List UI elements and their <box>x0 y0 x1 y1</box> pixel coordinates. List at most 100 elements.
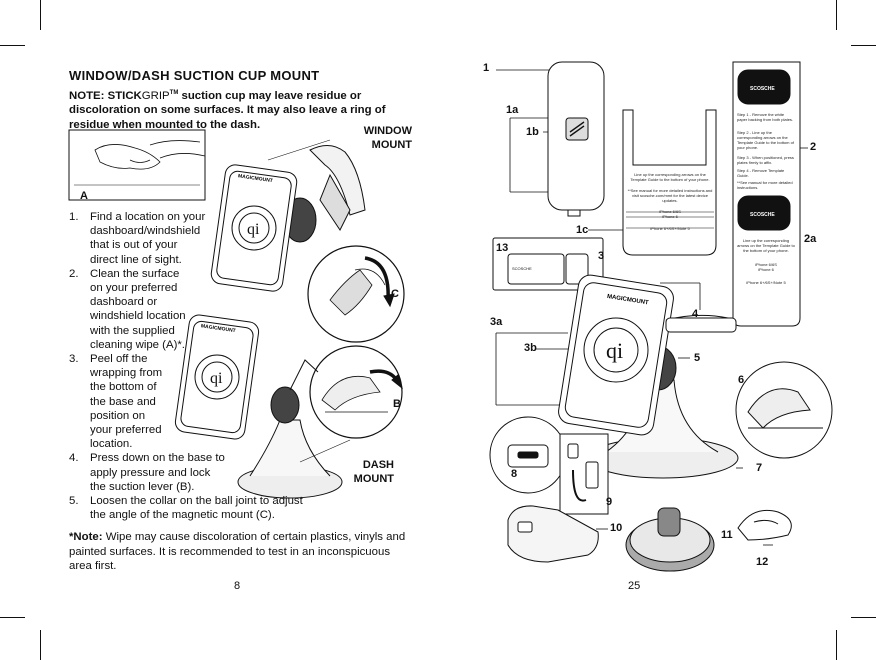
strip-step-1: Step 1 - Remove the white paper backing … <box>737 112 794 122</box>
window-mount-caption: WINDOW MOUNT <box>340 124 412 152</box>
step-number: 5. <box>69 495 79 508</box>
window-mount-brand: MAGICMOUNT <box>238 173 273 184</box>
step-line: your preferred <box>90 424 162 437</box>
step-line: that is out of your <box>90 239 178 252</box>
window-label-line1: WINDOW <box>363 125 412 137</box>
strip-bottom-model-3: iPhone 6+/6S+/Note 5 <box>746 280 786 285</box>
dash-base-part-11 <box>625 507 715 572</box>
step-number: 1. <box>69 211 79 223</box>
dash-label-line1: DASH <box>362 459 394 471</box>
part-label-9: 9 <box>606 496 613 508</box>
footnote: *Note: Wipe may cause discoloration of c… <box>69 530 409 574</box>
step-line: windshield location <box>90 310 186 323</box>
adhesive-strip-part-2: SCOSCHE SCOSCHE <box>732 61 801 327</box>
note-text: suction cup may leave residue or discolo… <box>69 89 386 131</box>
dash-mount-drawing: qi <box>174 314 351 499</box>
usb-port-detail-part-8 <box>489 416 567 494</box>
step-line: the base and <box>90 395 156 408</box>
template-see-manual-text: **See manual for more detailed instructi… <box>627 188 713 203</box>
step-line: apply pressure and lock <box>90 466 211 479</box>
lever-detail-circle <box>309 345 403 439</box>
callout-c: C <box>391 288 399 300</box>
part-label-8: 8 <box>511 468 518 480</box>
step-line: cleaning wipe (A)*. <box>90 338 185 351</box>
dash-mount-caption: DASH MOUNT <box>322 458 394 486</box>
part-label-7: 7 <box>756 462 763 474</box>
right-page: SCOSCHE SCOSCHE SCOSCHE qi MAGICMOUNT <box>438 0 876 660</box>
step-line: the suction lever (B). <box>90 480 195 493</box>
hand-wipe-drawing <box>74 140 206 186</box>
page-title: WINDOW/DASH SUCTION CUP MOUNT <box>69 68 320 83</box>
brand-tm: TM <box>169 90 179 96</box>
crop-mark <box>851 45 876 46</box>
step-item: 2. Clean the surface on your preferred d… <box>69 267 303 352</box>
crop-mark <box>836 630 837 660</box>
collar-detail-circle <box>307 245 405 343</box>
step-line: the bottom of <box>90 381 157 394</box>
svg-text:qi: qi <box>606 338 623 363</box>
part-label-13: 13 <box>496 242 509 254</box>
crop-mark <box>851 617 876 618</box>
template-guide-part <box>622 109 717 256</box>
template-model-3: iPhone 6+/6S+/Note 5 <box>650 226 690 231</box>
packaging-part-13: SCOSCHE <box>492 237 604 291</box>
template-model-2: iPhone 6 <box>662 214 678 219</box>
part-label-1: 1 <box>483 62 490 74</box>
crop-mark <box>0 45 25 46</box>
part-label-4: 4 <box>692 308 699 320</box>
step-number: 3. <box>69 353 79 366</box>
part-label-2: 2 <box>810 141 817 153</box>
strip-logo-top: SCOSCHE <box>750 86 775 92</box>
part-label-10: 10 <box>610 522 623 534</box>
part-label-6: 6 <box>738 374 745 386</box>
part-label-1c: 1c <box>576 224 589 236</box>
step-line: dashboard or <box>90 296 158 309</box>
lever-detail-part-6 <box>735 361 833 459</box>
strip-bottom-line-up: Line up the corresponding arrows on the … <box>737 238 795 253</box>
wipe-illustration-frame <box>68 129 206 201</box>
strip-step-2: Step 2 - Line up the corresponding arrow… <box>737 130 794 150</box>
step-line: Loosen the collar on the ball joint to a… <box>90 495 303 508</box>
part-label-1b: 1b <box>526 126 539 138</box>
page-number-right: 25 <box>628 580 641 592</box>
step-item: 1. Find a location on your dashboard/win… <box>69 210 303 267</box>
step-line: direct line of sight. <box>90 253 182 266</box>
template-line-up-text: Line up the corresponding arrows on the … <box>630 172 710 182</box>
brand-stick: STICK <box>107 89 142 102</box>
part-label-1a: 1a <box>506 104 519 116</box>
crop-mark <box>40 630 41 660</box>
template-model-1: iPhone 6/6S <box>659 209 681 214</box>
strip-bottom-model-2: iPhone 6 <box>758 267 774 272</box>
part-label-12: 12 <box>756 556 769 568</box>
instruction-steps: 1. Find a location on your dashboard/win… <box>69 210 303 522</box>
usb-cable-part-9 <box>559 433 609 515</box>
strip-logo-bottom: SCOSCHE <box>750 212 775 218</box>
part-label-5: 5 <box>694 352 701 364</box>
step-line: on your preferred <box>90 282 178 295</box>
page-number-left: 8 <box>234 580 241 592</box>
part-label-3: 3 <box>598 250 605 262</box>
footnote-label: *Note: <box>69 531 103 543</box>
step-line: Find a location on your <box>90 211 206 223</box>
svg-text:qi: qi <box>247 221 260 238</box>
footnote-text: Wipe may cause discoloration of certain … <box>69 531 406 572</box>
window-mount-drawing: qi <box>210 139 366 292</box>
step-number: 2. <box>69 267 79 280</box>
step-line: position on <box>90 409 146 422</box>
step-line: dashboard/windshield <box>90 225 201 238</box>
note-paragraph: NOTE: STICKGRIPTM suction cup may leave … <box>69 86 399 132</box>
metal-plate-part-1 <box>547 61 605 217</box>
step-item: 5. Loosen the collar on the ball joint t… <box>69 494 303 522</box>
part-label-3b: 3b <box>524 342 537 354</box>
step-item: 4. Press down on the base to apply press… <box>69 451 303 494</box>
crop-mark <box>836 0 837 30</box>
car-charger-part-10 <box>507 505 599 563</box>
step-number: 4. <box>69 452 79 465</box>
callout-a: A <box>80 190 88 202</box>
magnetic-mount-part-3: qi <box>558 274 739 479</box>
strip-step-3: Step 3 - When positioned, press plates f… <box>737 155 794 165</box>
brand-grip: GRIP <box>141 89 170 102</box>
callout-b: B <box>393 398 401 410</box>
strip-step-5: **See manual for more detailed instructi… <box>737 180 793 190</box>
step-line: Peel off the <box>90 353 148 366</box>
